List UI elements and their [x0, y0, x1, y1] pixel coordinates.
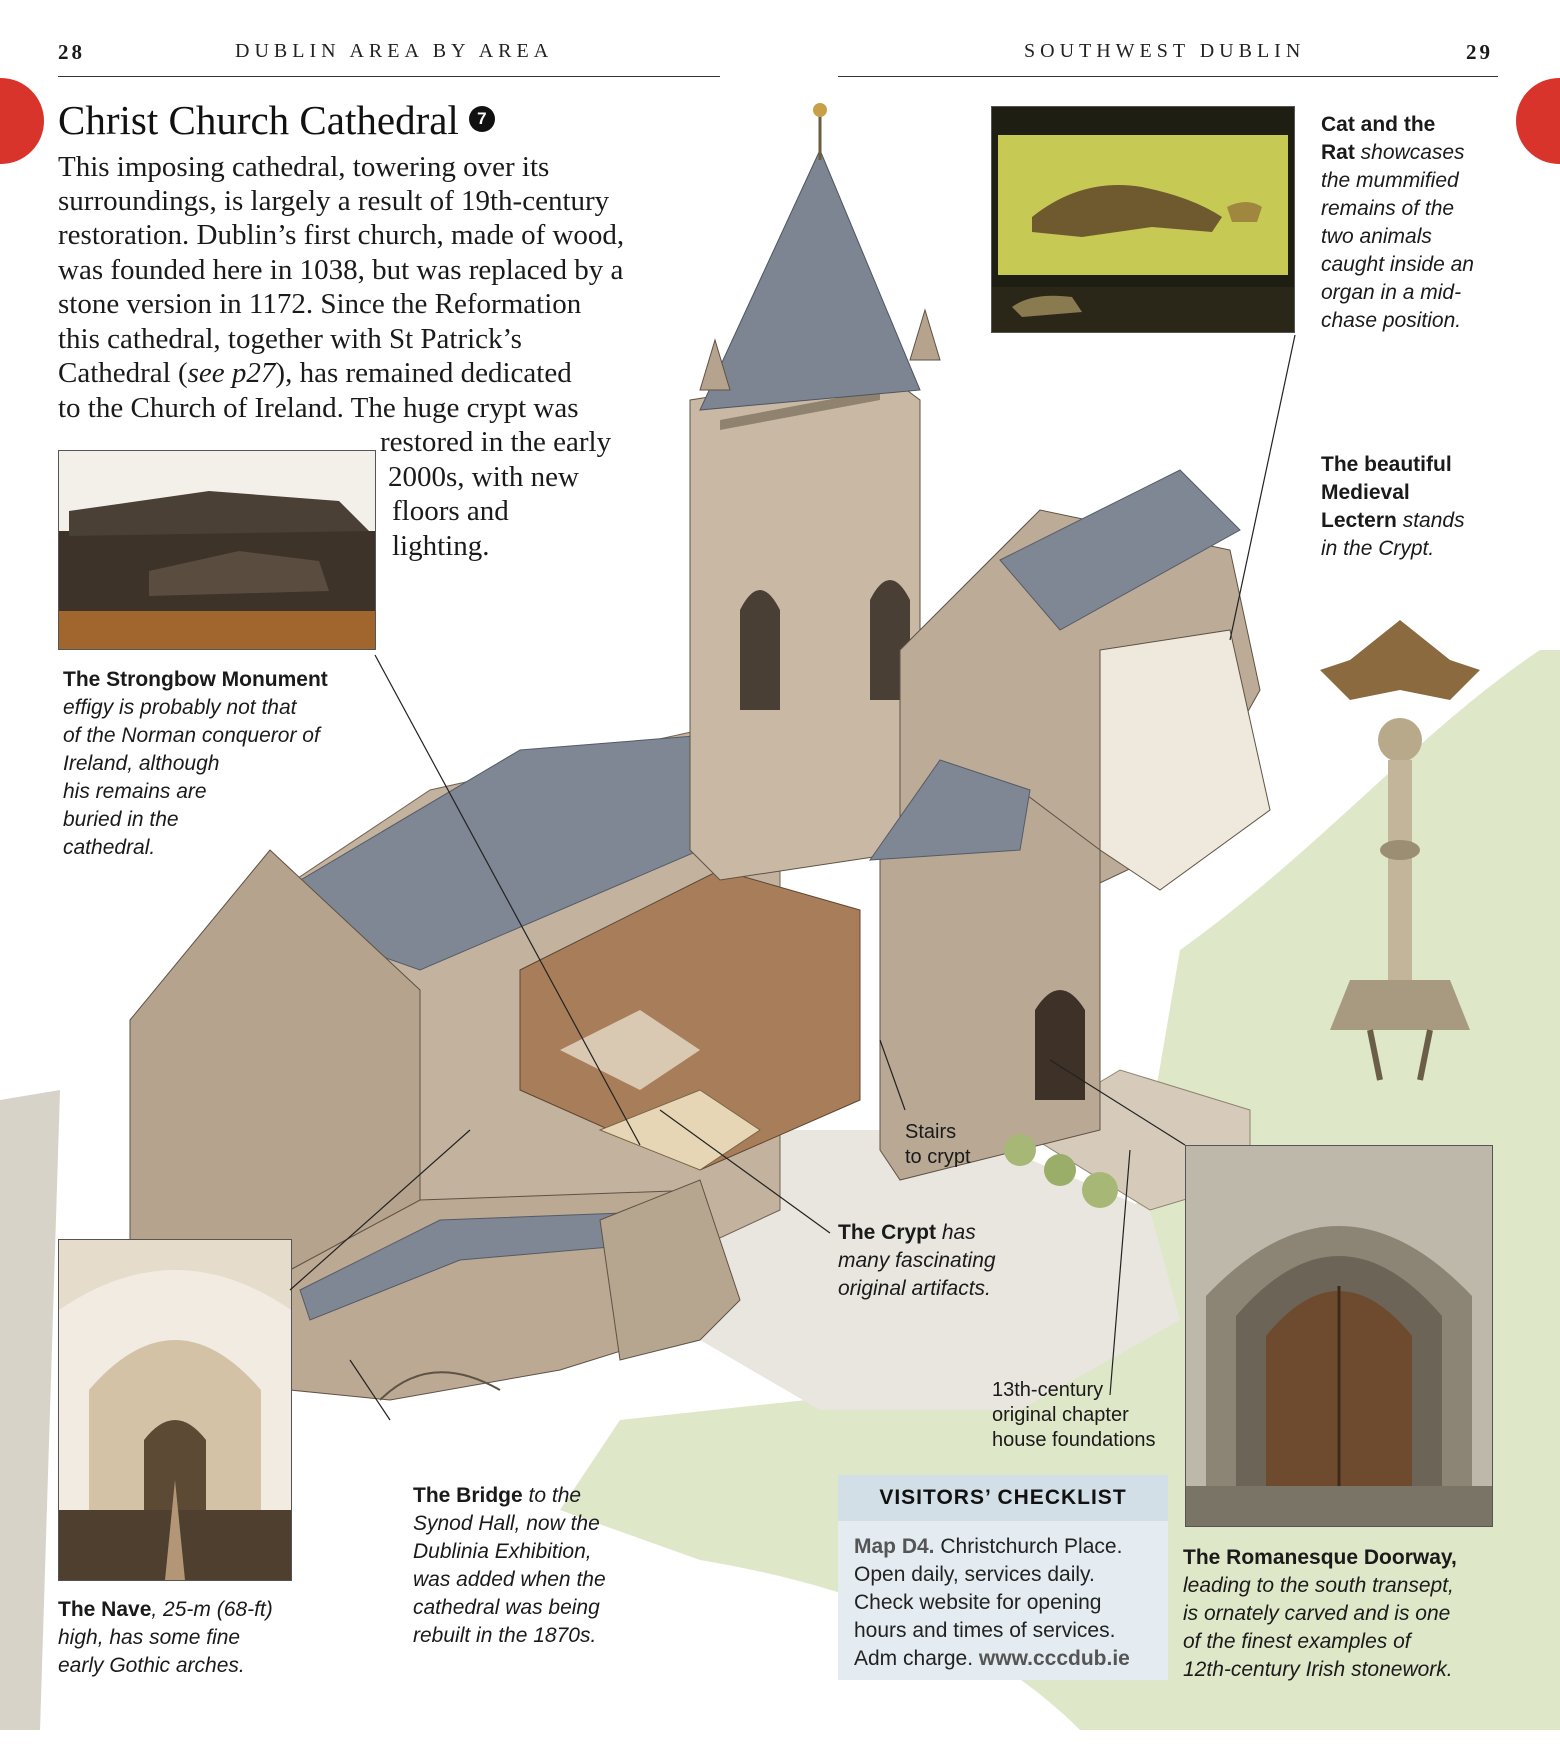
bridge-caption-line-5: cathedral was being	[413, 1596, 600, 1619]
strongbow-caption-line-7: cathedral.	[63, 836, 156, 859]
intro-line-3: restoration. Dublin’s first church, made…	[58, 219, 625, 251]
bridge-caption-line-3: Dublinia Exhibition,	[413, 1540, 592, 1563]
nave-caption-line-3: early Gothic arches.	[58, 1654, 245, 1677]
stairs-caption-line-1: Stairs	[905, 1121, 957, 1143]
page-title: Christ Church Cathedral 7	[58, 96, 495, 144]
checklist-line-3: Check website for opening	[854, 1591, 1102, 1614]
crypt-caption-line-2: many fascinating	[838, 1249, 996, 1272]
crypt-caption-line-3: original artifacts.	[838, 1277, 991, 1300]
intro-line-12: lighting.	[392, 530, 490, 562]
strongbow-caption-line-2: effigy is probably not that	[63, 696, 297, 719]
intro-line-2: surroundings, is largely a result of 19t…	[58, 185, 610, 217]
doorway-caption-line-4: of the finest examples of	[1183, 1630, 1411, 1653]
lectern-caption-line-1: The beautiful	[1321, 453, 1452, 476]
stairs-caption: Stairs to crypt	[905, 1120, 971, 1170]
checklist-map-label: Map D4.	[854, 1535, 935, 1558]
bridge-caption: The Bridge to the Synod Hall, now the Du…	[413, 1482, 673, 1650]
left-page-number: 28	[58, 40, 85, 64]
cat-rat-caption-line-3: the mummified	[1321, 169, 1459, 192]
intro-line-11: floors and	[392, 495, 509, 527]
bridge-caption-line-2: Synod Hall, now the	[413, 1512, 600, 1535]
checklist-admission: Adm charge.	[854, 1647, 979, 1670]
lectern-caption: The beautiful Medieval Lectern stands in…	[1321, 451, 1521, 563]
right-page-number: 29	[1466, 40, 1493, 64]
nave-caption: The Nave, 25-m (68-ft) high, has some fi…	[58, 1596, 328, 1680]
checklist-address: Christchurch Place.	[934, 1535, 1123, 1558]
checklist-body: Map D4. Christchurch Place. Open daily, …	[838, 1521, 1168, 1685]
cat-rat-caption-line-1: Cat and the	[1321, 113, 1436, 136]
strongbow-caption-line-3: of the Norman conqueror of	[63, 724, 320, 747]
visitors-checklist: VISITORS’ CHECKLIST Map D4. Christchurch…	[838, 1475, 1168, 1680]
checklist-line-2: Open daily, services daily.	[854, 1563, 1095, 1586]
bridge-caption-line-1: The Bridge to the	[413, 1484, 582, 1507]
chapter-house-caption-line-2: original chapter	[992, 1404, 1129, 1426]
cat-rat-caption-line-4: remains of the	[1321, 197, 1455, 220]
chapter-house-caption-line-1: 13th-century	[992, 1379, 1104, 1401]
nave-caption-line-2: high, has some fine	[58, 1626, 241, 1649]
checklist-website-link[interactable]: www.cccdub.ie	[978, 1647, 1130, 1670]
doorway-caption-line-2: leading to the south transept,	[1183, 1574, 1454, 1597]
title-text: Christ Church Cathedral	[58, 97, 459, 143]
intro-line-9: restored in the early	[380, 426, 612, 458]
cathedral-illustration	[0, 103, 1560, 1730]
doorway-caption-line-1: The Romanesque Doorway,	[1183, 1546, 1457, 1569]
left-running-head: DUBLIN AREA BY AREA	[235, 40, 554, 62]
cat-rat-caption-line-6: caught inside an	[1321, 253, 1474, 276]
cat-rat-caption-line-5: two animals	[1321, 225, 1432, 248]
left-header-rule	[58, 76, 720, 77]
intro-line-8: to the Church of Ireland. The huge crypt…	[58, 392, 579, 424]
chapter-house-caption: 13th-century original chapter house foun…	[992, 1378, 1155, 1453]
lectern-caption-line-3: Lectern stands	[1321, 509, 1465, 532]
strongbow-monument-photo	[58, 450, 376, 650]
sight-number-badge: 7	[468, 105, 495, 132]
checklist-line-1: Map D4. Christchurch Place.	[854, 1533, 1152, 1561]
checklist-heading: VISITORS’ CHECKLIST	[838, 1475, 1168, 1521]
nave-photo	[58, 1239, 292, 1581]
intro-line-4: was founded here in 1038, but was replac…	[58, 254, 624, 286]
crypt-caption-line-1: The Crypt has	[838, 1221, 976, 1244]
doorway-caption: The Romanesque Doorway, leading to the s…	[1183, 1544, 1523, 1684]
intro-line-10: 2000s, with new	[388, 461, 579, 493]
strongbow-caption-line-5: his remains are	[63, 780, 207, 803]
intro-line-5: stone version in 1172. Since the Reforma…	[58, 288, 582, 320]
strongbow-caption: The Strongbow Monument effigy is probabl…	[63, 666, 393, 862]
romanesque-doorway-photo	[1185, 1145, 1493, 1527]
cat-rat-caption: Cat and the Rat showcases the mummified …	[1321, 111, 1521, 335]
cat-and-rat-photo	[991, 106, 1295, 333]
bridge-caption-line-6: rebuilt in the 1870s.	[413, 1624, 597, 1647]
checklist-line-5: Adm charge. www.cccdub.ie	[854, 1645, 1152, 1673]
chapter-house-caption-line-3: house foundations	[992, 1429, 1156, 1451]
bridge-caption-line-4: was added when the	[413, 1568, 606, 1591]
nave-caption-line-1: The Nave, 25-m (68-ft)	[58, 1598, 273, 1621]
strongbow-caption-line-6: buried in the	[63, 808, 179, 831]
cross-reference: see p27	[187, 357, 276, 389]
doorway-caption-line-3: is ornately carved and is one	[1183, 1602, 1451, 1625]
medieval-lectern-illustration	[1320, 620, 1480, 1081]
stairs-caption-line-2: to crypt	[905, 1146, 971, 1168]
checklist-line-4: hours and times of services.	[854, 1619, 1116, 1642]
crypt-caption: The Crypt has many fascinating original …	[838, 1219, 1078, 1303]
doorway-caption-line-5: 12th-century Irish stonework.	[1183, 1658, 1453, 1681]
right-running-head: SOUTHWEST DUBLIN	[1024, 40, 1306, 62]
lectern-caption-line-4: in the Crypt.	[1321, 537, 1435, 560]
cat-rat-caption-line-2: Rat showcases	[1321, 141, 1465, 164]
strongbow-caption-line-1: The Strongbow Monument	[63, 668, 328, 691]
cat-rat-caption-line-8: chase position.	[1321, 309, 1462, 332]
cat-rat-caption-line-7: organ in a mid-	[1321, 281, 1462, 304]
lectern-caption-line-2: Medieval	[1321, 481, 1410, 504]
right-header-rule	[838, 76, 1498, 77]
strongbow-caption-line-4: Ireland, although	[63, 752, 220, 775]
intro-line-7: Cathedral (see p27), has remained dedica…	[58, 357, 572, 389]
intro-line-1: This imposing cathedral, towering over i…	[58, 151, 550, 183]
intro-line-6: this cathedral, together with St Patrick…	[58, 323, 522, 355]
